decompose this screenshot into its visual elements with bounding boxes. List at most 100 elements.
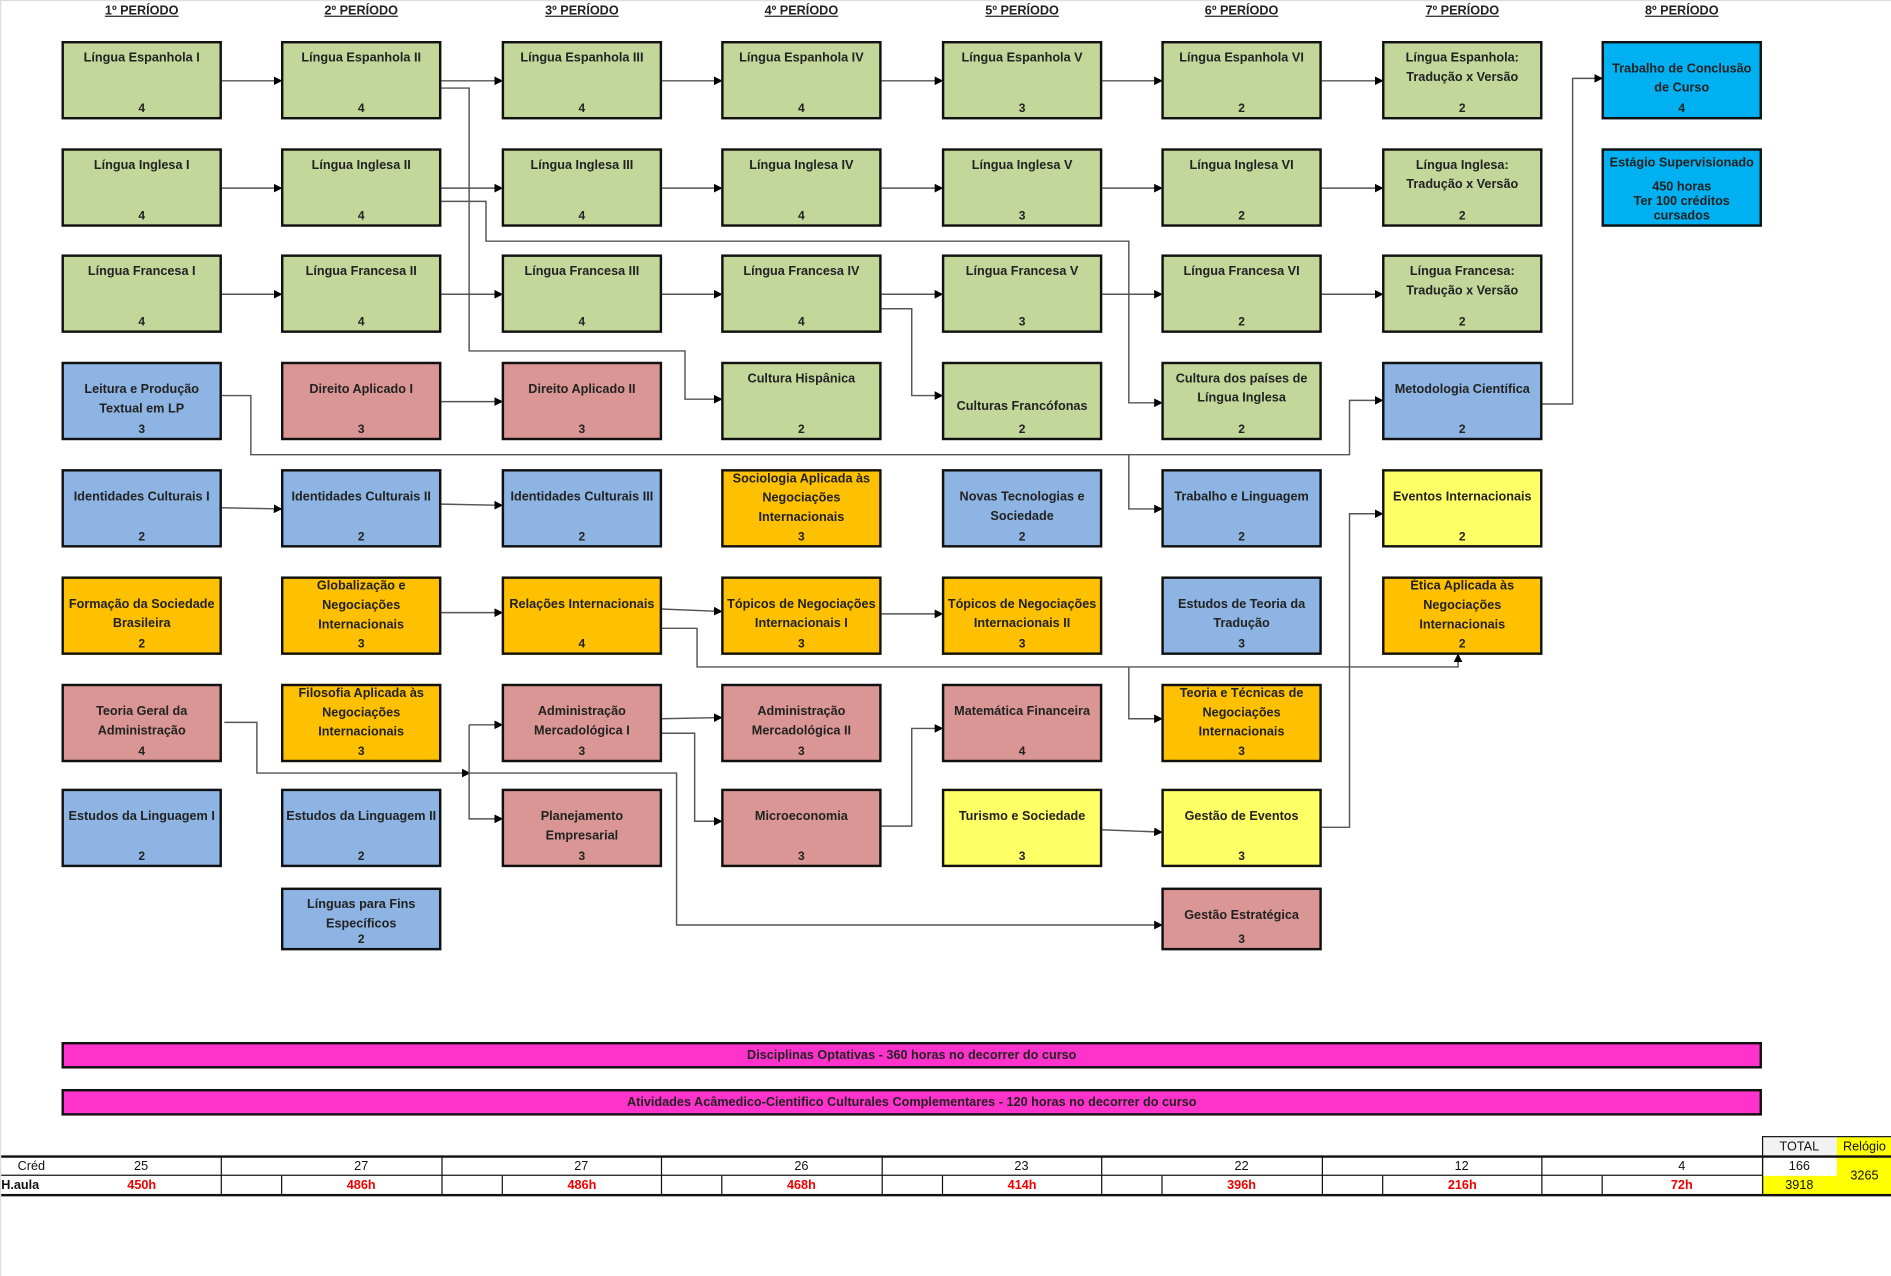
period-header: 6º PERÍODO xyxy=(1204,3,1279,19)
course-name: Tópicos de Negociações Internacionais II xyxy=(947,596,1097,631)
course-credits: 2 xyxy=(1238,209,1245,224)
course-credits: 4 xyxy=(357,102,365,116)
prerequisite-arrow xyxy=(660,606,723,616)
course-credits: 2 xyxy=(357,933,365,947)
course-credits: 2 xyxy=(1238,530,1245,544)
course-name: Língua Francesa III xyxy=(524,264,640,279)
relogio-header: Relógio xyxy=(1836,1137,1891,1157)
course-box: Língua Espanhola II 4 xyxy=(280,41,442,120)
course-name: Eventos Internacionais xyxy=(1392,489,1532,505)
period-hours: 414h xyxy=(1007,1178,1037,1193)
course-box: Língua Espanhola: Tradução x Versão 2 xyxy=(1382,41,1543,120)
table-rule xyxy=(220,1156,222,1196)
course-credits: 2 xyxy=(357,530,365,544)
course-credits: 2 xyxy=(1238,315,1245,330)
period-credits: 27 xyxy=(574,1158,589,1174)
table-rule xyxy=(881,1156,883,1196)
course-name: Gestão de Eventos xyxy=(1184,809,1299,824)
course-credits: 2 xyxy=(1018,423,1026,437)
course-name: Língua Francesa V xyxy=(965,264,1079,279)
course-credits: 3 xyxy=(1238,933,1245,947)
course-box: Língua Francesa VI 2 xyxy=(1161,254,1322,333)
course-name: Estágio Supervisionado xyxy=(1609,155,1754,171)
course-credits: 3 xyxy=(798,530,805,544)
course-credits: 3 xyxy=(357,745,365,759)
course-box: Língua Francesa: Tradução x Versão 2 xyxy=(1382,254,1543,333)
course-name: Turismo e Sociedade xyxy=(958,809,1086,824)
prerequisite-arrow xyxy=(1128,454,1163,514)
course-name: Língua Espanhola IV xyxy=(739,50,864,66)
course-credits: 2 xyxy=(1458,423,1466,437)
course-name: Tópicos de Negociações Internacionais I xyxy=(727,596,876,631)
course-name: Ética Aplicada às Negociações Internacio… xyxy=(1410,578,1515,632)
table-rule xyxy=(660,1156,663,1196)
prerequisite-arrow xyxy=(441,500,504,510)
course-credits: 3 xyxy=(1238,850,1245,864)
course-name: Relações Internacionais xyxy=(509,596,655,612)
course-name: Língua Francesa VI xyxy=(1183,264,1300,279)
period-credits: 4 xyxy=(1678,1158,1686,1174)
course-credits: 4 xyxy=(578,315,586,330)
course-name: Estudos da Linguagem I xyxy=(68,809,215,824)
course-name: Língua Espanhola II xyxy=(301,50,422,66)
prerequisite-arrow xyxy=(1128,666,1163,724)
course-credits: 3 xyxy=(138,423,146,437)
course-box: Ética Aplicada às Negociações Internacio… xyxy=(1382,576,1543,655)
course-name: Língua Espanhola I xyxy=(83,50,200,66)
table-rule xyxy=(1,1174,1762,1176)
course-credits: 2 xyxy=(1238,423,1245,437)
course-name: Gestão Estratégica xyxy=(1184,908,1299,923)
course-credits: 3 xyxy=(1018,637,1026,652)
course-credits: 3 xyxy=(1018,209,1026,224)
table-rule xyxy=(1,1193,1891,1197)
prerequisite-arrow xyxy=(220,504,283,514)
course-name: Língua Francesa I xyxy=(87,264,196,279)
course-name: Direito Aplicado II xyxy=(528,382,636,397)
prerequisite-arrow xyxy=(881,308,944,400)
course-credits: 4 xyxy=(798,102,805,116)
period-credits: 22 xyxy=(1234,1158,1249,1174)
course-name: Direito Aplicado I xyxy=(309,382,414,397)
course-name: Língua Inglesa V xyxy=(971,157,1073,173)
course-name: Formação da Sociedade Brasileira xyxy=(68,596,215,631)
course-credits: 4 xyxy=(1018,745,1026,759)
course-box: Tópicos de Negociações Internacionais II… xyxy=(941,576,1103,655)
course-credits: 3 xyxy=(1018,315,1026,330)
course-credits: 2 xyxy=(1458,315,1466,330)
period-hours: 216h xyxy=(1447,1178,1477,1193)
credits-row-label: Créd xyxy=(17,1158,46,1174)
course-name: Cultura Hispânica xyxy=(747,371,856,386)
course-credits: 2 xyxy=(1458,102,1466,116)
course-hours: 450 horas xyxy=(1652,179,1712,195)
course-name: Metodologia Científica xyxy=(1394,382,1530,397)
prerequisite-arrow xyxy=(469,772,1163,930)
period-hours: 450h xyxy=(127,1178,157,1193)
course-name: Planejamento Empresarial xyxy=(540,809,624,843)
course-name: Língua Espanhola III xyxy=(520,50,644,66)
course-name: Teoria e Técnicas de Negociações Interna… xyxy=(1179,686,1304,740)
total-hours: 3918 xyxy=(1761,1175,1837,1196)
course-credits: 2 xyxy=(578,530,586,544)
course-credits: 2 xyxy=(1238,102,1245,116)
table-rule xyxy=(1321,1156,1323,1196)
complementary-activities-bar: Atividades Acâmedico-Cientifico Cultural… xyxy=(61,1089,1762,1116)
period-header: 2º PERÍODO xyxy=(324,3,398,19)
course-credits: 4 xyxy=(138,315,146,330)
prerequisite-arrow xyxy=(468,724,504,824)
total-credits: 166 xyxy=(1788,1158,1810,1174)
course-name: Língua Francesa: Tradução x Versão xyxy=(1406,264,1519,298)
table-rule xyxy=(1,1155,1891,1158)
prerequisite-arrow xyxy=(881,724,944,827)
course-name: Língua Espanhola: Tradução x Versão xyxy=(1405,50,1519,85)
